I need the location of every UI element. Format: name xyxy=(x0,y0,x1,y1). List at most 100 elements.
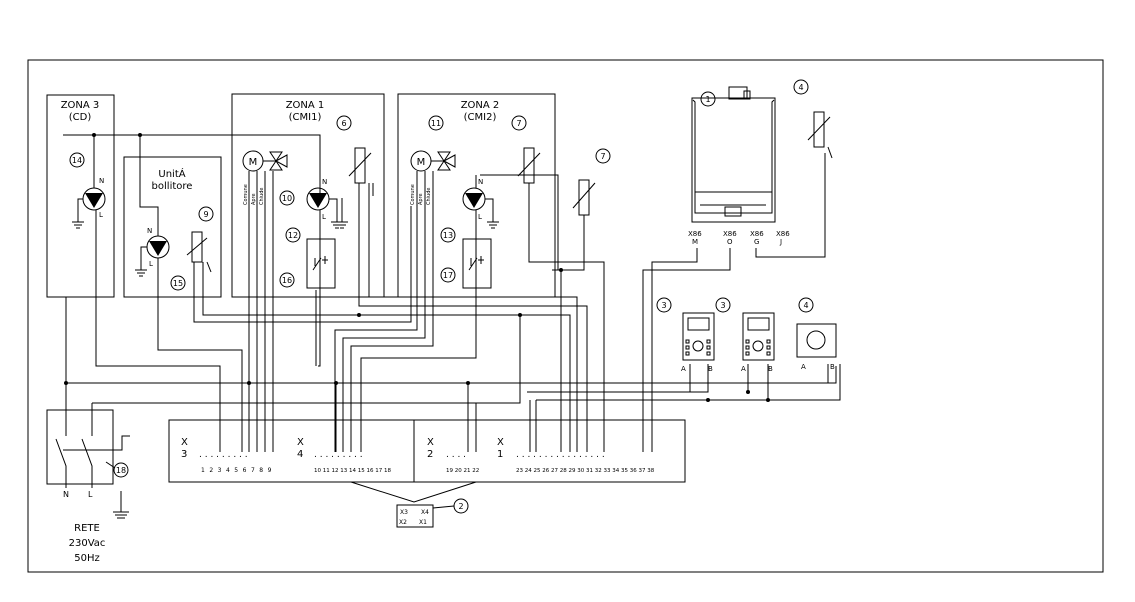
boiler-unit-subtitle: bollitore xyxy=(152,181,193,192)
svg-text:11: 11 xyxy=(431,119,441,128)
callout-6 xyxy=(336,115,352,131)
boiler-terminal-j: X86 xyxy=(776,230,790,238)
boiler-unit-title: UnitÁ xyxy=(158,167,185,180)
pump-icon-14: N L xyxy=(72,177,106,229)
svg-text:Chiude: Chiude xyxy=(259,188,265,205)
room-sensor-icon-4: 4 A B xyxy=(796,297,837,371)
callout-10 xyxy=(279,190,295,206)
svg-text:3: 3 xyxy=(181,449,187,460)
wiring xyxy=(63,134,841,452)
svg-text:J: J xyxy=(779,238,782,246)
sensor-icon-8: 7 xyxy=(572,148,611,216)
svg-text:G: G xyxy=(754,238,759,246)
svg-text:B: B xyxy=(708,365,713,373)
svg-text:X: X xyxy=(297,437,304,448)
callout-13 xyxy=(440,227,456,243)
svg-text:13: 13 xyxy=(443,231,453,240)
pump-icon-12: N L xyxy=(306,178,343,229)
svg-text:N: N xyxy=(322,178,327,186)
svg-text:4: 4 xyxy=(798,83,803,92)
svg-text:1: 1 xyxy=(497,449,503,460)
terminal-board: X 3 1 2 3 4 5 6 7 8 9 X 4 10 11 12 13 14… xyxy=(168,419,686,483)
svg-text:4: 4 xyxy=(297,449,303,460)
svg-text:N: N xyxy=(147,227,152,235)
x2-pins: 19 20 21 22 xyxy=(446,468,479,474)
svg-text:M: M xyxy=(692,238,698,246)
svg-text:Comune: Comune xyxy=(243,184,249,205)
svg-text:. . . . . . . . .: . . . . . . . . . xyxy=(199,450,248,460)
svg-text:B: B xyxy=(830,363,835,371)
callout-12 xyxy=(285,227,301,243)
x1-pins: 23 24 25 26 27 28 29 30 31 32 33 34 35 3… xyxy=(516,468,655,474)
x3-pins: 1 2 3 4 5 6 7 8 9 xyxy=(201,467,273,474)
motor-valve-icon-zone2: M Comune Apre Chiude xyxy=(410,150,456,205)
svg-text:12: 12 xyxy=(288,231,298,240)
svg-text:2: 2 xyxy=(458,502,463,511)
svg-text:L: L xyxy=(322,213,326,221)
callout-9 xyxy=(198,206,214,222)
zone2-subtitle: (CMI2) xyxy=(464,112,497,123)
callout-7 xyxy=(511,115,527,131)
svg-text:X4: X4 xyxy=(421,509,429,516)
svg-text:18: 18 xyxy=(116,466,126,475)
boiler-terminal-g: X86 xyxy=(750,230,764,238)
svg-text:3: 3 xyxy=(661,301,666,310)
svg-text:M: M xyxy=(249,157,258,168)
sensor-icon-6 xyxy=(336,147,374,229)
svg-text:7: 7 xyxy=(516,119,521,128)
svg-text:10: 10 xyxy=(282,194,292,203)
remote-control-icon-1: 3 A B xyxy=(656,297,715,373)
svg-text:Apre: Apre xyxy=(418,193,424,205)
callout-14 xyxy=(69,152,85,168)
svg-text:N: N xyxy=(99,177,104,185)
svg-text:4: 4 xyxy=(803,301,808,310)
callout-1 xyxy=(700,91,716,107)
svg-text:Chiude: Chiude xyxy=(426,188,432,205)
svg-text:L: L xyxy=(149,260,153,268)
boiler-terminal-m: X86 xyxy=(688,230,702,238)
boiler-unit-panel: UnitÁ bollitore N L 15 9 xyxy=(123,156,222,298)
svg-text:Apre: Apre xyxy=(251,193,257,205)
pump-icon-13: N L xyxy=(462,178,499,229)
svg-text:X1: X1 xyxy=(419,519,427,526)
svg-text:16: 16 xyxy=(282,276,292,285)
svg-text:Comune: Comune xyxy=(410,184,416,205)
svg-text:. . . .: . . . . xyxy=(446,450,466,460)
zone3-subtitle: (CD) xyxy=(69,112,92,123)
thermostat-icon-16 xyxy=(306,238,336,289)
zone1-subtitle: (CMI1) xyxy=(289,112,322,123)
svg-text:L: L xyxy=(88,490,93,499)
svg-text:RETE: RETE xyxy=(74,523,100,534)
svg-text:2: 2 xyxy=(427,449,433,460)
callout-15 xyxy=(170,275,186,291)
svg-text:17: 17 xyxy=(443,271,453,280)
svg-text:L: L xyxy=(99,211,103,219)
zone3-panel: ZONA 3 (CD) N L 14 xyxy=(46,94,115,298)
diagram-frame xyxy=(27,59,1104,573)
svg-text:3: 3 xyxy=(720,301,725,310)
svg-text:L: L xyxy=(478,213,482,221)
connector-icon-2: X3 X4 X2 X1 2 xyxy=(350,481,477,528)
svg-text:O: O xyxy=(727,238,733,246)
motor-valve-icon-zone1: M Comune Apre Chiude xyxy=(242,150,288,205)
svg-text:14: 14 xyxy=(72,156,82,165)
svg-text:6: 6 xyxy=(341,119,346,128)
svg-text:X2: X2 xyxy=(399,519,407,526)
mains-supply: N L RETE 230Vac 50Hz xyxy=(63,484,129,564)
callout-17 xyxy=(440,267,456,283)
zone1-panel: ZONA 1 (CMI1) M Comune Apre Chiude 10 N … xyxy=(231,93,385,298)
svg-text:N: N xyxy=(63,490,69,499)
callout-16 xyxy=(279,272,295,288)
svg-text:50Hz: 50Hz xyxy=(74,553,100,564)
remote-control-icon-2: 3 A B xyxy=(715,297,775,373)
svg-text:1: 1 xyxy=(705,95,710,104)
callout-11 xyxy=(428,115,444,131)
svg-text:7: 7 xyxy=(600,152,605,161)
svg-text:X: X xyxy=(497,437,504,448)
wire-junctions xyxy=(64,133,770,402)
boiler-icon: 1 X86 M X86 O X86 G X86 J xyxy=(688,86,790,246)
svg-text:A: A xyxy=(681,365,686,373)
svg-text:N: N xyxy=(478,178,483,186)
pump-icon-15: N L xyxy=(135,227,170,277)
